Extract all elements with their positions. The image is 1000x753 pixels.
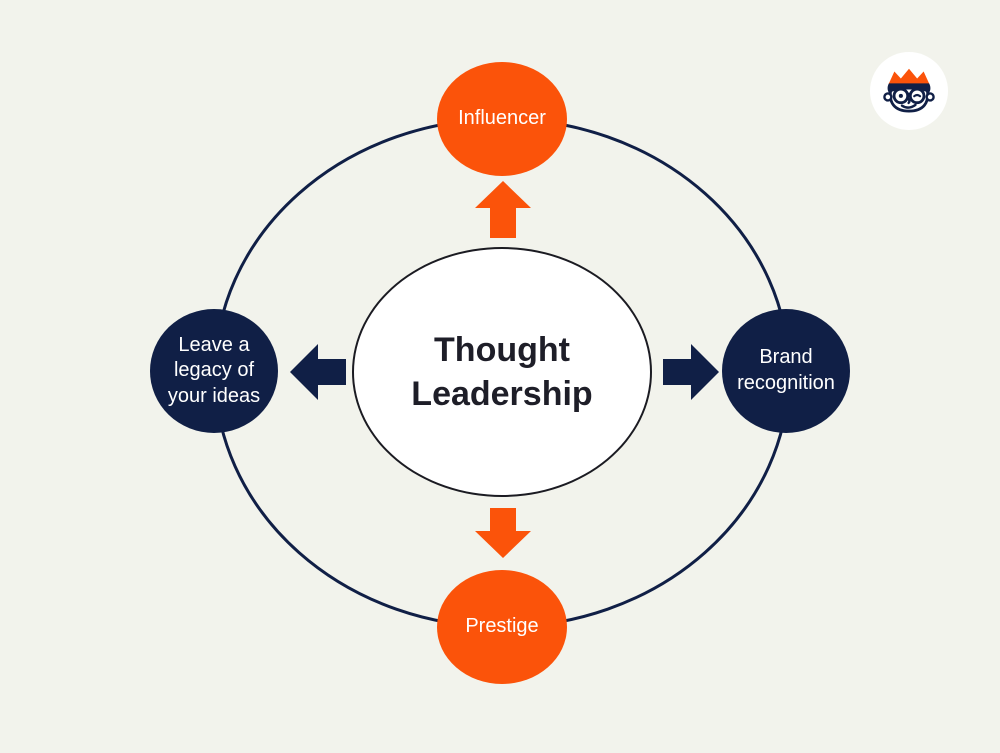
node-prestige-label: Prestige [465,615,539,638]
center-node-thought-leadership: Thought Leadership [352,247,652,497]
arrow-down-icon [475,508,531,558]
node-influencer-label: Influencer [458,107,546,130]
center-node-label: Thought Leadership [411,330,593,413]
crown-icon [888,68,930,85]
node-legacy: Leave a legacy of your ideas [150,309,278,433]
node-prestige: Prestige [437,570,567,684]
node-influencer: Influencer [437,62,567,176]
mascot-king-face-icon [883,68,935,113]
arrow-left-icon [290,344,346,400]
node-legacy-label: Leave a legacy of your ideas [167,333,261,407]
arrow-right-icon [663,344,719,400]
node-brand-recognition-label: Brand recognition [737,346,835,394]
logo-badge [870,52,948,130]
node-brand-recognition: Brand recognition [722,309,850,433]
arrow-up-icon [475,181,531,238]
